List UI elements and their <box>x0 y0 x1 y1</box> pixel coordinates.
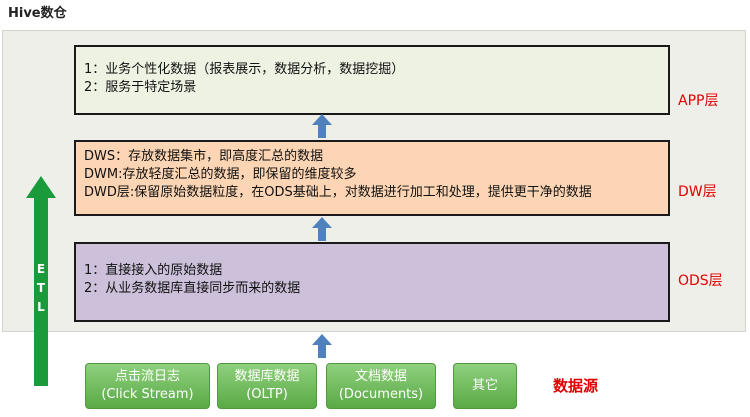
source-other: 其它 <box>453 363 517 409</box>
dw-line-3: DWD层:保留原始数据粒度，在ODS基础上，对数据进行加工和处理，提供更干净的数… <box>84 185 592 200</box>
up-arrow-icon <box>312 114 332 138</box>
dw-layer-box: DWS：存放数据集市，即高度汇总的数据 DWM:存放轻度汇总的数据，即保留的维度… <box>74 140 670 216</box>
source-click-stream: 点击流日志 (Click Stream) <box>85 363 210 409</box>
source-documents: 文档数据 (Documents) <box>326 363 436 409</box>
app-line-1: 1：业务个性化数据（报表展示，数据分析，数据挖掘） <box>84 62 405 77</box>
ods-line-1: 1：直接接入的原始数据 <box>84 263 223 278</box>
etl-letter-l: L <box>37 300 45 314</box>
ods-layer-label: ODS层 <box>678 273 723 289</box>
dw-layer-label: DW层 <box>678 184 717 200</box>
ods-line-2: 2：从业务数据库直接同步而来的数据 <box>84 281 301 296</box>
etl-letter-e: E <box>36 262 46 276</box>
dw-line-2: DWM:存放轻度汇总的数据，即保留的维度较多 <box>84 167 357 182</box>
up-arrow-icon <box>312 334 332 358</box>
source-name: 数据库数据 <box>234 369 300 384</box>
app-layer-label: APP层 <box>678 93 719 109</box>
diagram-title: Hive数仓 <box>8 6 67 21</box>
up-arrow-icon <box>312 217 332 241</box>
source-name: 其它 <box>471 378 498 393</box>
etl-letter-t: T <box>36 281 46 295</box>
app-line-2: 2：服务于特定场景 <box>84 80 197 95</box>
etl-arrow-icon <box>26 176 56 386</box>
source-sub: (OLTP) <box>246 387 288 402</box>
source-sub: (Click Stream) <box>101 387 194 402</box>
source-name: 点击流日志 <box>114 369 180 384</box>
ods-layer-box: 1：直接接入的原始数据 2：从业务数据库直接同步而来的数据 <box>74 242 670 322</box>
dw-line-1: DWS：存放数据集市，即高度汇总的数据 <box>84 149 324 164</box>
data-source-label: 数据源 <box>553 377 599 395</box>
source-name: 文档数据 <box>354 369 407 384</box>
source-oltp: 数据库数据 (OLTP) <box>217 363 317 409</box>
app-layer-box: 1：业务个性化数据（报表展示，数据分析，数据挖掘） 2：服务于特定场景 <box>74 45 670 115</box>
source-sub: (Documents) <box>338 387 424 402</box>
